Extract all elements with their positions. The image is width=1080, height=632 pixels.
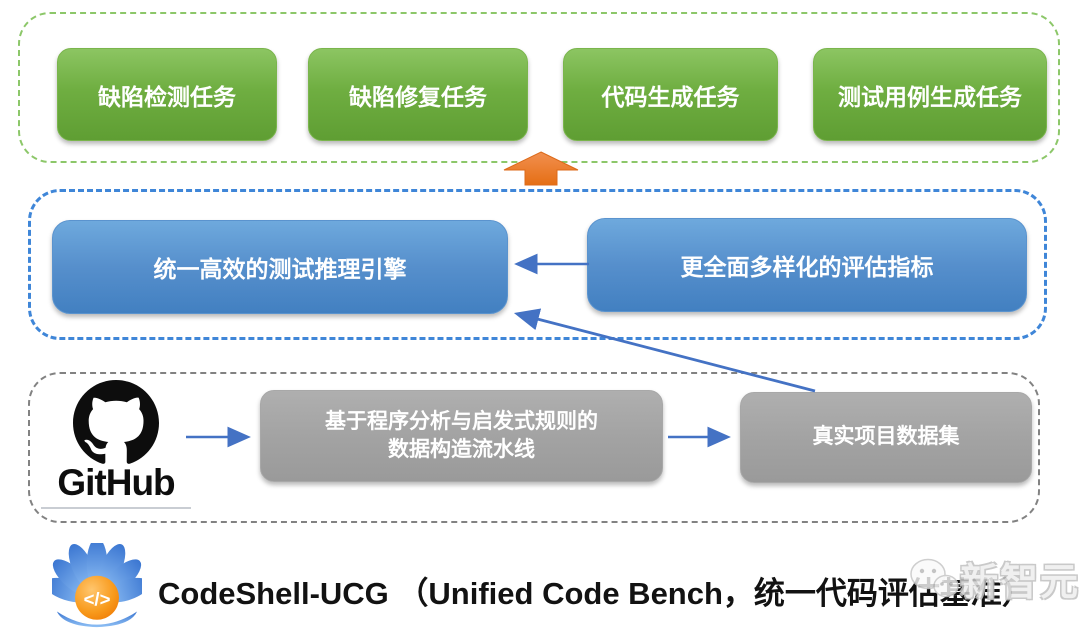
metrics-label: 更全面多样化的评估指标 (680, 254, 934, 280)
pipeline-box: 基于程序分析与启发式规则的 数据构造流水线 (260, 390, 663, 482)
engine-label: 统一高效的测试推理引擎 (153, 256, 407, 282)
metrics-box: 更全面多样化的评估指标 (587, 218, 1027, 312)
github-logo: GitHub (38, 380, 194, 518)
task-label: 代码生成任务 (601, 83, 740, 110)
task-box-code-generation: 代码生成任务 (563, 48, 778, 141)
task-box-defect-detection: 缺陷检测任务 (57, 48, 277, 141)
watermark-text: 新智元 (960, 562, 1080, 604)
svg-text:</>: </> (84, 589, 111, 610)
up-arrow-icon (503, 151, 579, 186)
codeshell-logo-icon: </> (52, 543, 142, 628)
caption-text: CodeShell-UCG （Unified Code Bench，统一代码评估… (158, 576, 1033, 611)
dataset-label: 真实项目数据集 (812, 425, 960, 449)
github-octocat-icon (73, 380, 159, 464)
watermark: 新智元 (908, 551, 1080, 606)
pipeline-label-line2: 数据构造流水线 (388, 438, 535, 461)
dataset-box: 真实项目数据集 (740, 392, 1032, 483)
github-underline (41, 507, 191, 509)
task-label: 缺陷修复任务 (349, 83, 487, 110)
task-label: 缺陷检测任务 (98, 83, 236, 110)
pipeline-label-line1: 基于程序分析与启发式规则的 (325, 409, 598, 433)
wechat-icon (910, 558, 959, 597)
github-label: GitHub (57, 462, 175, 503)
task-box-defect-repair: 缺陷修复任务 (308, 48, 528, 141)
engine-box: 统一高效的测试推理引擎 (52, 220, 508, 314)
task-box-testcase-generation: 测试用例生成任务 (813, 48, 1047, 141)
task-label: 测试用例生成任务 (838, 83, 1022, 110)
